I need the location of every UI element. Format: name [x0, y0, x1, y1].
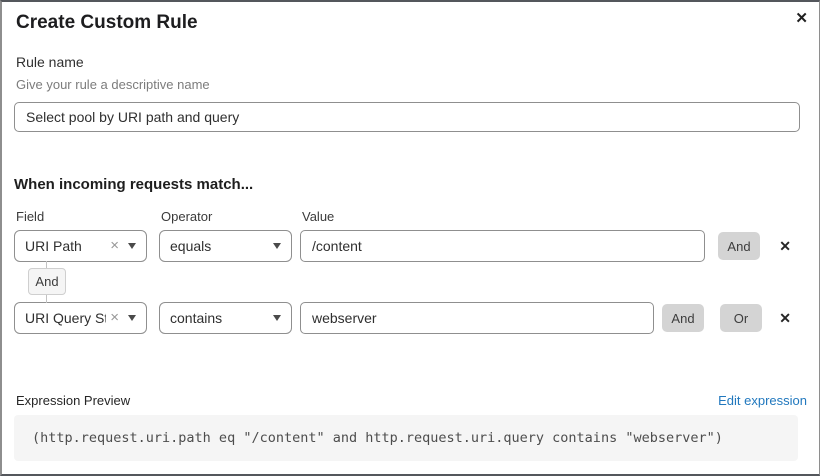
operator-select-2-value: contains: [170, 310, 223, 326]
dialog-title: Create Custom Rule: [16, 12, 198, 33]
value-input-1[interactable]: [300, 230, 705, 262]
chevron-down-icon: [273, 315, 281, 321]
value-input-2[interactable]: [300, 302, 654, 334]
close-icon[interactable]: ✕: [795, 10, 808, 27]
clear-field-icon[interactable]: ×: [110, 237, 119, 254]
field-select-2[interactable]: URI Query St... ×: [14, 302, 147, 334]
expression-code-block: (http.request.uri.path eq "/content" and…: [14, 415, 798, 461]
and-button-row-1[interactable]: And: [718, 232, 760, 260]
field-select-1[interactable]: URI Path ×: [14, 230, 147, 262]
operator-select-1-value: equals: [170, 238, 212, 254]
chevron-down-icon: [128, 243, 136, 249]
and-button-row-2[interactable]: And: [662, 304, 704, 332]
and-connector-chip: And: [28, 268, 66, 295]
condition-column-labels: Field Operator Value: [14, 209, 807, 224]
expression-preview-label: Expression Preview: [16, 393, 131, 408]
expression-code: (http.request.uri.path eq "/content" and…: [32, 430, 723, 446]
rule-name-input[interactable]: [14, 102, 800, 132]
operator-select-2[interactable]: contains: [159, 302, 292, 334]
edit-expression-link[interactable]: Edit expression: [718, 393, 807, 408]
match-heading: When incoming requests match...: [14, 176, 254, 193]
value-column-label: Value: [302, 209, 335, 224]
or-button-row-2[interactable]: Or: [720, 304, 762, 332]
operator-select-1[interactable]: equals: [159, 230, 292, 262]
and-connector: And: [28, 261, 66, 303]
rule-name-label: Rule name: [16, 54, 84, 70]
condition-row-2: URI Query St... × contains And Or ✕: [14, 302, 807, 334]
chevron-down-icon: [273, 243, 281, 249]
field-select-1-value: URI Path: [25, 238, 82, 254]
operator-column-label: Operator: [161, 209, 213, 224]
remove-condition-2-icon[interactable]: ✕: [779, 310, 791, 326]
field-select-2-value: URI Query St...: [25, 310, 106, 326]
clear-field-icon[interactable]: ×: [110, 309, 119, 326]
condition-row-1: URI Path × equals And ✕: [14, 230, 807, 262]
rule-name-hint: Give your rule a descriptive name: [16, 77, 210, 92]
chevron-down-icon: [128, 315, 136, 321]
field-column-label: Field: [16, 209, 45, 224]
remove-condition-1-icon[interactable]: ✕: [779, 238, 791, 254]
